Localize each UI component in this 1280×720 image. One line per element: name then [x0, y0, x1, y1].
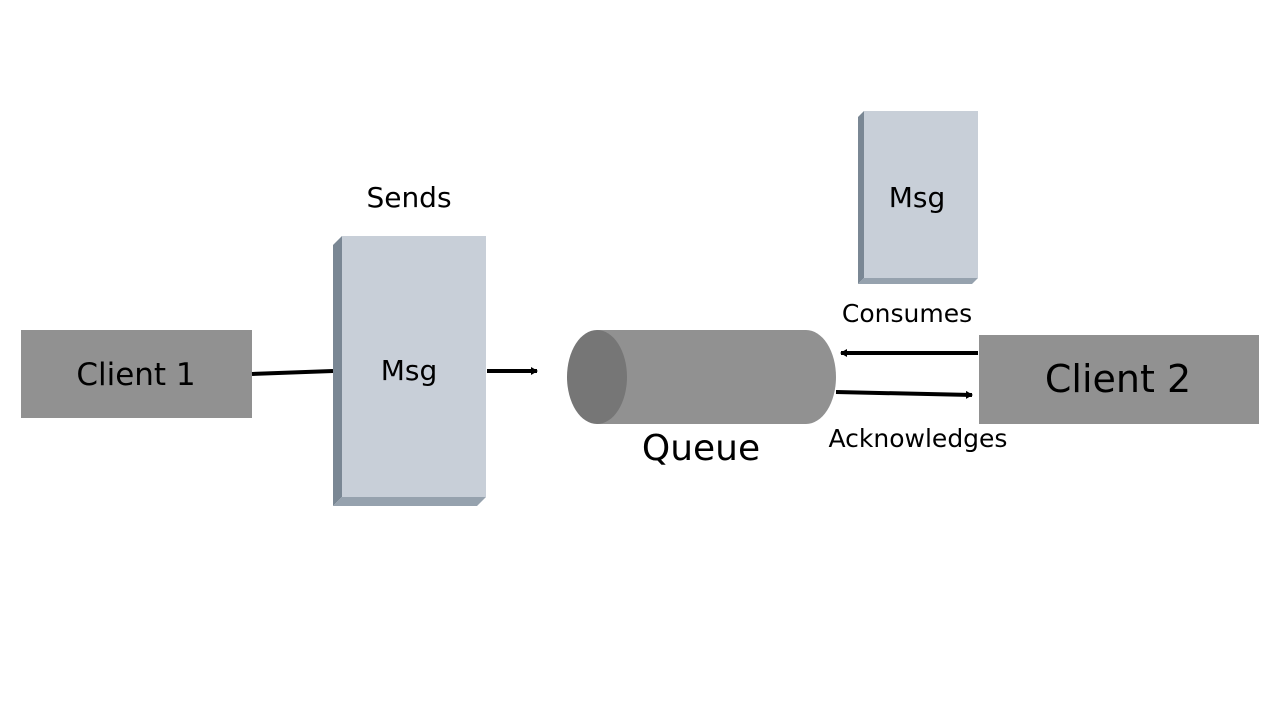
client-1-label: Client 1: [76, 357, 195, 393]
queue-node: [567, 330, 836, 424]
acknowledges-label: Acknowledges: [829, 424, 1008, 453]
client-2-label: Client 2: [1045, 357, 1191, 401]
msg-consumed-bottom: [858, 278, 978, 284]
msg-consumed-side: [858, 111, 864, 284]
client-2-box: [979, 335, 1259, 424]
sends-label: Sends: [366, 181, 451, 214]
msg-sent-face: [342, 236, 486, 497]
client-1-node: Client 1: [21, 330, 252, 418]
msg-sent-side: [333, 236, 342, 506]
queue-label: Queue: [642, 428, 760, 469]
msg-consumed-node: Msg: [858, 111, 978, 284]
msg-sent-label: Msg: [381, 354, 438, 387]
queue-end-cap: [567, 330, 627, 424]
queue-body: [597, 330, 836, 424]
msg-sent-node: Msg: [333, 236, 486, 506]
msg-consumed-label: Msg: [889, 181, 946, 214]
msg-consumed-face: [864, 111, 978, 278]
client-2-node: Client 2: [979, 335, 1259, 424]
client-1-box: [21, 330, 252, 418]
consumes-label: Consumes: [842, 299, 972, 328]
acknowledges-arrow: [835, 390, 973, 399]
client-1-connector: [251, 369, 334, 376]
msg-sent-bottom: [333, 497, 486, 506]
